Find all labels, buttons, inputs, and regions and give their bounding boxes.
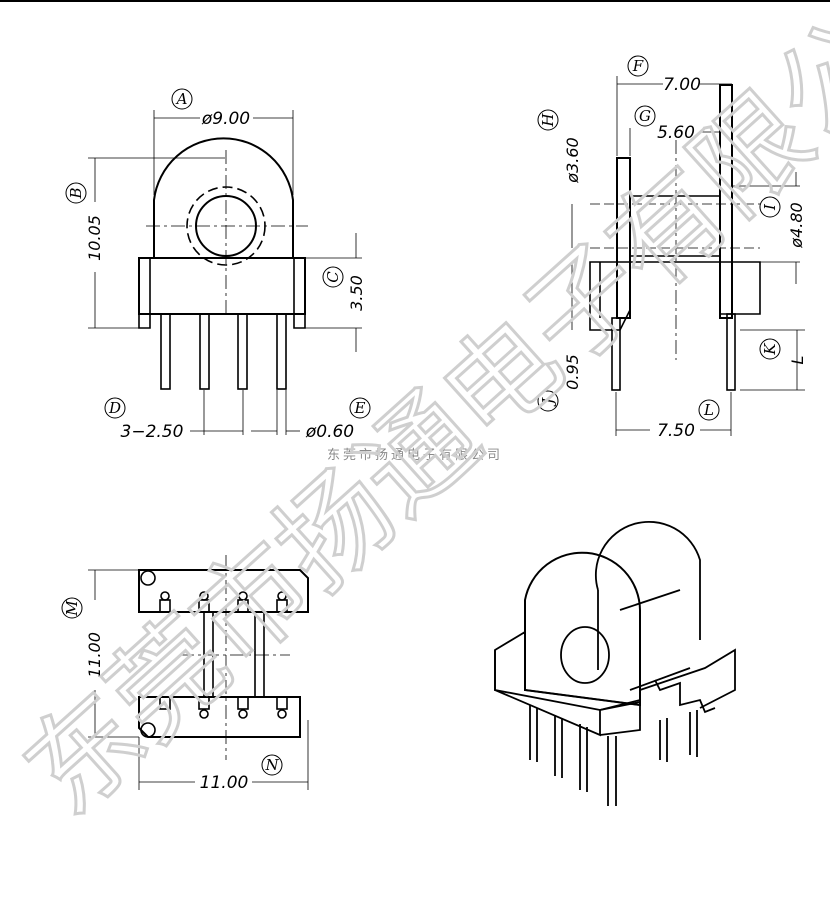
dim-G: 5.60 xyxy=(657,123,695,143)
label-circle-F xyxy=(627,55,649,77)
label-circle-H xyxy=(537,109,559,131)
dim-N: 11.00 xyxy=(200,773,249,793)
dim-C: 3.50 xyxy=(347,275,366,311)
dim-E: ø0.60 xyxy=(305,422,354,442)
label-M: M xyxy=(63,600,81,617)
label-circle-G xyxy=(634,105,656,127)
label-circle-J xyxy=(537,390,559,412)
label-circle-K xyxy=(759,338,781,360)
dim-D: 3−2.50 xyxy=(121,422,184,442)
dim-I: ø4.80 xyxy=(787,202,806,248)
label-K: K xyxy=(761,343,779,356)
dim-J: 0.95 xyxy=(563,354,582,390)
dimension-values: ø9.00 10.05 3.50 3−2.50 ø0.60 7.00 5.60 … xyxy=(85,75,807,793)
dim-A: ø9.00 xyxy=(201,109,250,129)
label-circle-I xyxy=(759,196,781,218)
label-E: E xyxy=(354,399,366,417)
company-caption: 东莞市扬通电子有限公司 xyxy=(327,447,503,463)
dim-L-side: L xyxy=(788,356,807,365)
label-D: D xyxy=(108,399,121,417)
front-view xyxy=(88,110,362,435)
label-circle-B xyxy=(65,182,87,204)
label-circle-C xyxy=(322,266,344,288)
label-circle-L xyxy=(698,399,720,421)
label-letters: A B C D E F G H I J K L M N xyxy=(63,57,779,774)
dim-L: 7.50 xyxy=(657,421,695,441)
label-circle-N xyxy=(261,754,283,776)
label-B: B xyxy=(67,187,85,199)
label-circles xyxy=(61,55,781,776)
dim-F: 7.00 xyxy=(663,75,701,95)
label-circle-E xyxy=(349,397,371,419)
dim-M: 11.00 xyxy=(85,632,104,678)
label-N: N xyxy=(264,756,279,774)
label-circle-A xyxy=(171,88,193,110)
label-F: F xyxy=(632,57,644,75)
label-circle-D xyxy=(104,397,126,419)
label-L: L xyxy=(703,401,714,419)
label-circle-M xyxy=(61,597,83,619)
dim-H: ø3.60 xyxy=(563,137,582,183)
watermark: 东莞市扬通电子有限公司 xyxy=(1,0,830,840)
isometric-view xyxy=(494,521,736,806)
label-J: J xyxy=(539,397,557,407)
label-G: G xyxy=(639,107,651,125)
label-H: H xyxy=(539,113,557,128)
label-I: I xyxy=(761,203,779,211)
label-A: A xyxy=(175,90,188,108)
bottom-view xyxy=(88,555,309,790)
side-view xyxy=(571,76,805,436)
dim-B: 10.05 xyxy=(85,215,104,261)
label-C: C xyxy=(324,271,342,283)
